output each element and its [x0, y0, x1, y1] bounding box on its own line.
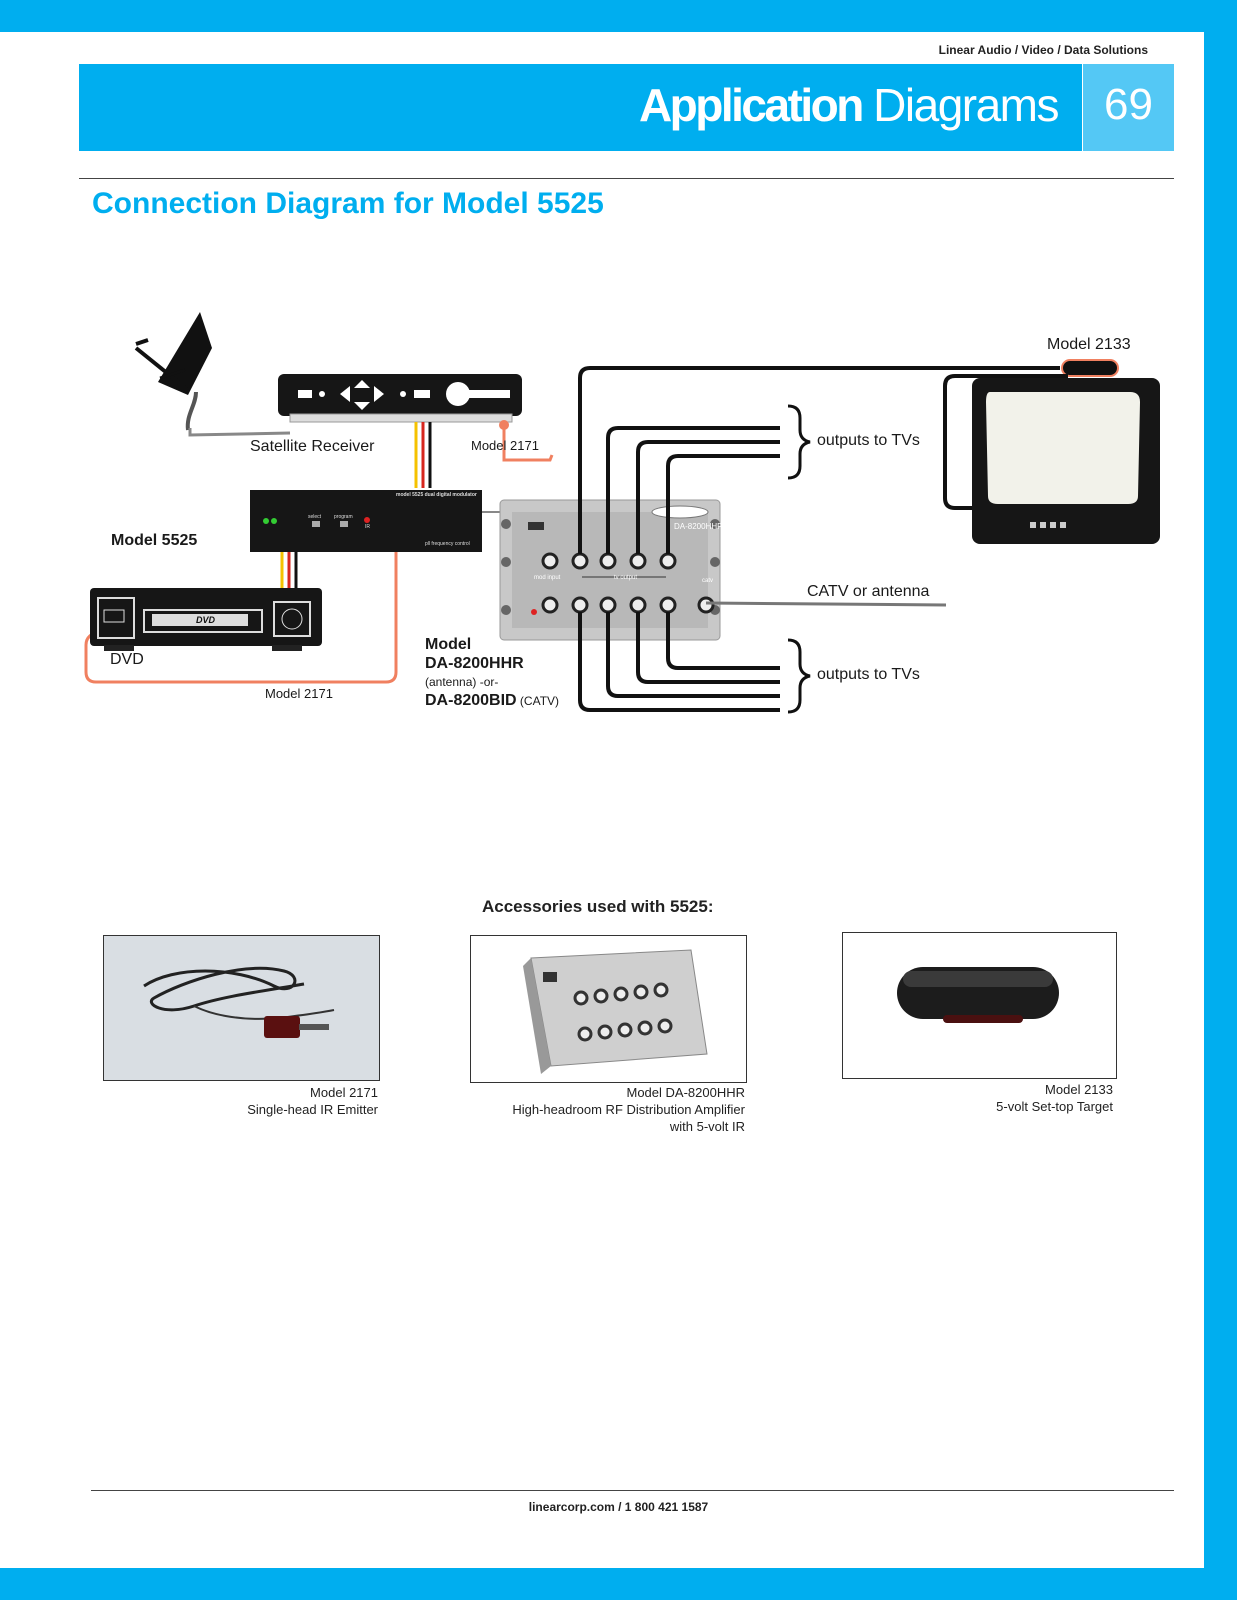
ir-cable-receiver — [502, 424, 554, 462]
label-catv-antenna: CATV or antenna — [807, 583, 930, 600]
brace-bottom — [787, 638, 811, 714]
label-outputs-top: outputs to TVs — [817, 432, 920, 449]
frame-right — [1204, 0, 1237, 1600]
header-banner: Application Diagrams — [79, 64, 1082, 151]
modulator-select-text: select — [308, 514, 322, 520]
header-tagline: Linear Audio / Video / Data Solutions — [938, 43, 1148, 57]
label-da8200bid-line: DA-8200BID (CATV) — [425, 692, 559, 710]
brace-top — [787, 404, 811, 480]
satellite-receiver — [278, 374, 522, 423]
modulator-name-text: model 5525 dual digital modulator — [396, 492, 477, 498]
caption-model-2133: Model 2133 5-volt Set-top Target — [842, 1081, 1113, 1115]
footer-contact: linearcorp.com / 1 800 421 1587 — [528, 1500, 709, 1514]
amplifier-image — [471, 936, 746, 1082]
label-catv-suffix: (CATV) — [516, 694, 560, 708]
label-da8200bid: DA-8200BID — [425, 692, 517, 709]
output-cables-bottom — [578, 612, 780, 712]
page-title: Application Diagrams — [638, 78, 1060, 132]
page-number-box: 69 — [1083, 64, 1174, 151]
label-da8200hhr: DA-8200HHR — [425, 655, 524, 672]
label-model-5525: Model 5525 — [111, 532, 198, 549]
caption-line: with 5-volt IR — [669, 1119, 745, 1134]
page-number: 69 — [1104, 80, 1153, 129]
photo-model-2171 — [103, 935, 380, 1081]
amp-catv-text: catv — [702, 578, 714, 584]
modulator-5525 — [250, 490, 482, 552]
label-model-2133: Model 2133 — [1047, 336, 1131, 353]
caption-line: Model DA-8200HHR — [626, 1085, 746, 1100]
amp-mod-input-text: mod input — [534, 575, 561, 581]
caption-line: High-headroom RF Distribution Amplifier — [512, 1102, 745, 1117]
photo-model-2133 — [842, 932, 1117, 1079]
settop-target-image — [843, 933, 1116, 1078]
modulator-ir-text: IR — [365, 524, 370, 530]
connection-diagram: Satellite Receiver Model 2171 Model 5525… — [0, 300, 1237, 760]
caption-line: Single-head IR Emitter — [247, 1102, 378, 1117]
caption-line: Model 2133 — [1045, 1082, 1113, 1097]
dish-cable — [188, 428, 291, 437]
photo-model-da8200hhr — [470, 935, 747, 1083]
model-2133-target — [1061, 359, 1119, 377]
label-antenna-or: (antenna) -or- — [425, 675, 499, 689]
dvd-player — [90, 588, 322, 651]
caption-line: 5-volt Set-top Target — [996, 1099, 1113, 1114]
ir-emitter-image — [104, 936, 379, 1080]
label-outputs-bottom: outputs to TVs — [817, 666, 920, 683]
footer-rule — [91, 1490, 1174, 1491]
amp-model-text: DA-8200HHR — [674, 522, 723, 531]
tv-icon — [972, 378, 1160, 544]
label-satellite-receiver: Satellite Receiver — [250, 438, 375, 455]
label-model-heading: Model — [425, 636, 472, 653]
accessories-title: Accessories used with 5525: — [482, 897, 714, 916]
modulator-program-text: program — [334, 514, 353, 520]
caption-line: Model 2171 — [310, 1085, 378, 1100]
frame-bottom — [0, 1568, 1237, 1600]
output-cables-top — [578, 366, 1050, 554]
satellite-dish-icon — [134, 312, 212, 431]
amp-tv-output-text: tv output — [614, 575, 638, 581]
dvd-logo-text: DVD — [196, 615, 216, 625]
label-dvd: DVD — [110, 651, 144, 668]
modulator-pll-text: pll frequency control — [425, 541, 470, 547]
page-title-bold: Application — [638, 79, 864, 131]
diagram-drawing — [84, 312, 1160, 714]
catv-input-cable — [705, 601, 947, 607]
label-model-2171-top: Model 2171 — [471, 438, 539, 453]
caption-model-da8200hhr: Model DA-8200HHR High-headroom RF Distri… — [470, 1084, 745, 1135]
frame-top — [0, 0, 1237, 32]
header-rule — [79, 178, 1174, 179]
section-title: Connection Diagram for Model 5525 — [92, 187, 604, 220]
label-model-2171-bottom: Model 2171 — [265, 686, 333, 701]
page-title-light: Diagrams — [861, 79, 1059, 131]
caption-model-2171: Model 2171 Single-head IR Emitter — [103, 1084, 378, 1118]
